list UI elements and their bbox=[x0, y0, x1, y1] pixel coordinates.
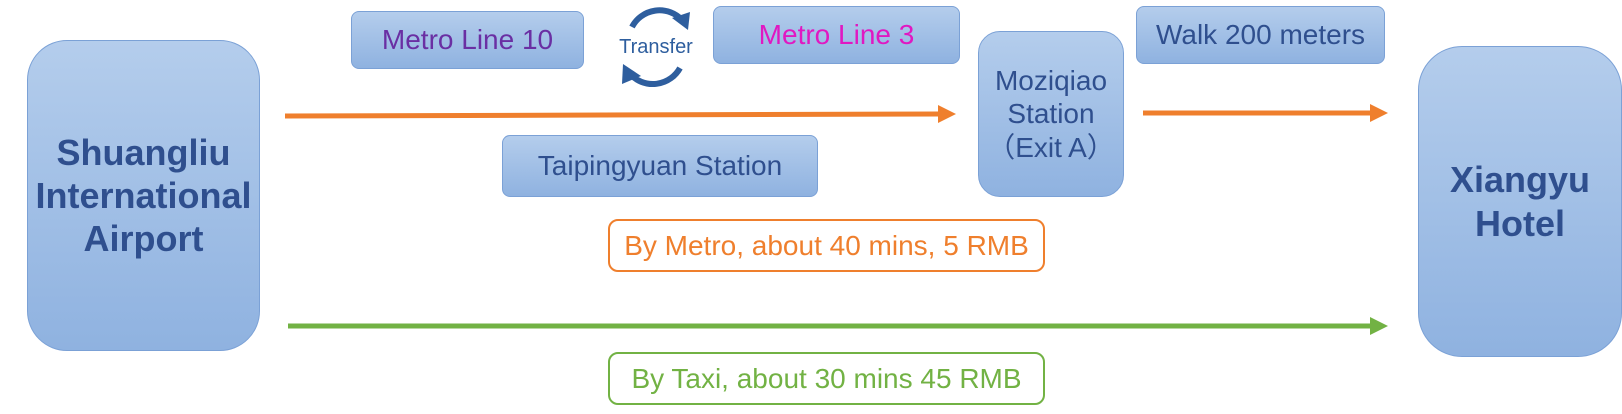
circular-transfer-arrows-icon bbox=[622, 7, 690, 88]
taxi-arrow-airport-to-hotel bbox=[288, 317, 1388, 335]
metro-summary-pill: By Metro, about 40 mins, 5 RMB bbox=[608, 219, 1045, 272]
metro-line-10-box: Metro Line 10 bbox=[351, 11, 584, 69]
taxi-summary-pill: By Taxi, about 30 mins 45 RMB bbox=[608, 352, 1045, 405]
node-airport: Shuangliu International Airport bbox=[27, 40, 260, 351]
moziqiao-label: Moziqiao Station （Exit A） bbox=[987, 64, 1115, 163]
metro-line-10-label: Metro Line 10 bbox=[381, 24, 554, 55]
metro-summary-label: By Metro, about 40 mins, 5 RMB bbox=[624, 229, 1029, 261]
walk-box: Walk 200 meters bbox=[1136, 6, 1385, 64]
node-taipingyuan-station: Taipingyuan Station bbox=[502, 135, 818, 197]
transfer-label: Transfer bbox=[619, 36, 693, 58]
taipingyuan-label: Taipingyuan Station bbox=[537, 150, 783, 181]
hotel-label: Xiangyu Hotel bbox=[1449, 159, 1591, 244]
metro-line-3-box: Metro Line 3 bbox=[713, 6, 960, 64]
metro-arrow-airport-to-moziqiao bbox=[284, 105, 956, 123]
airport-label: Shuangliu International Airport bbox=[35, 131, 252, 260]
walk-arrow-moziqiao-to-hotel bbox=[1143, 104, 1388, 122]
metro-line-3-label: Metro Line 3 bbox=[758, 19, 915, 50]
transfer-icon: Transfer bbox=[612, 0, 700, 95]
node-moziqiao-station: Moziqiao Station （Exit A） bbox=[978, 31, 1124, 197]
node-hotel: Xiangyu Hotel bbox=[1418, 46, 1622, 357]
walk-label: Walk 200 meters bbox=[1155, 19, 1366, 50]
taxi-summary-label: By Taxi, about 30 mins 45 RMB bbox=[631, 362, 1022, 394]
